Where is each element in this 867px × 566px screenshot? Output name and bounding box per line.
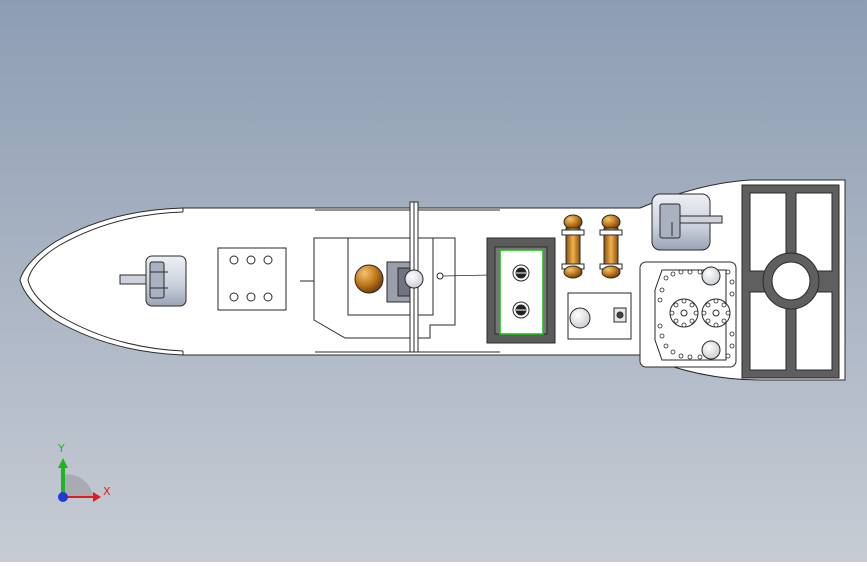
forward-gun-turret[interactable] (119, 255, 187, 307)
brass-dome (354, 264, 384, 294)
x-axis-label: X (103, 485, 111, 498)
engine-room-panel (639, 261, 737, 368)
bridge-superstructure (313, 237, 456, 339)
z-axis-dot (58, 492, 68, 502)
bow-inner-line (27, 211, 184, 352)
x-axis-arrow-head (93, 492, 101, 502)
triad-arc (64, 474, 94, 498)
y-axis-label: Y (58, 442, 65, 455)
engine-cap-bottom (701, 340, 721, 360)
aft-gun-turret[interactable] (651, 193, 723, 251)
torpedo-tube-left[interactable] (561, 214, 585, 279)
engine-cap-top (701, 266, 721, 286)
cargo-hatch (486, 237, 556, 344)
ship-model[interactable] (19, 179, 846, 381)
forward-vent-panel (217, 247, 287, 311)
mast-light (404, 269, 424, 289)
deck-locker (567, 292, 632, 340)
antenna-wire (442, 274, 491, 277)
torpedo-tube-right[interactable] (599, 214, 623, 279)
antenna-tip (436, 272, 444, 280)
aft-grating (741, 184, 840, 379)
y-axis-arrow-head (58, 458, 68, 468)
coordinate-triad (58, 458, 101, 502)
